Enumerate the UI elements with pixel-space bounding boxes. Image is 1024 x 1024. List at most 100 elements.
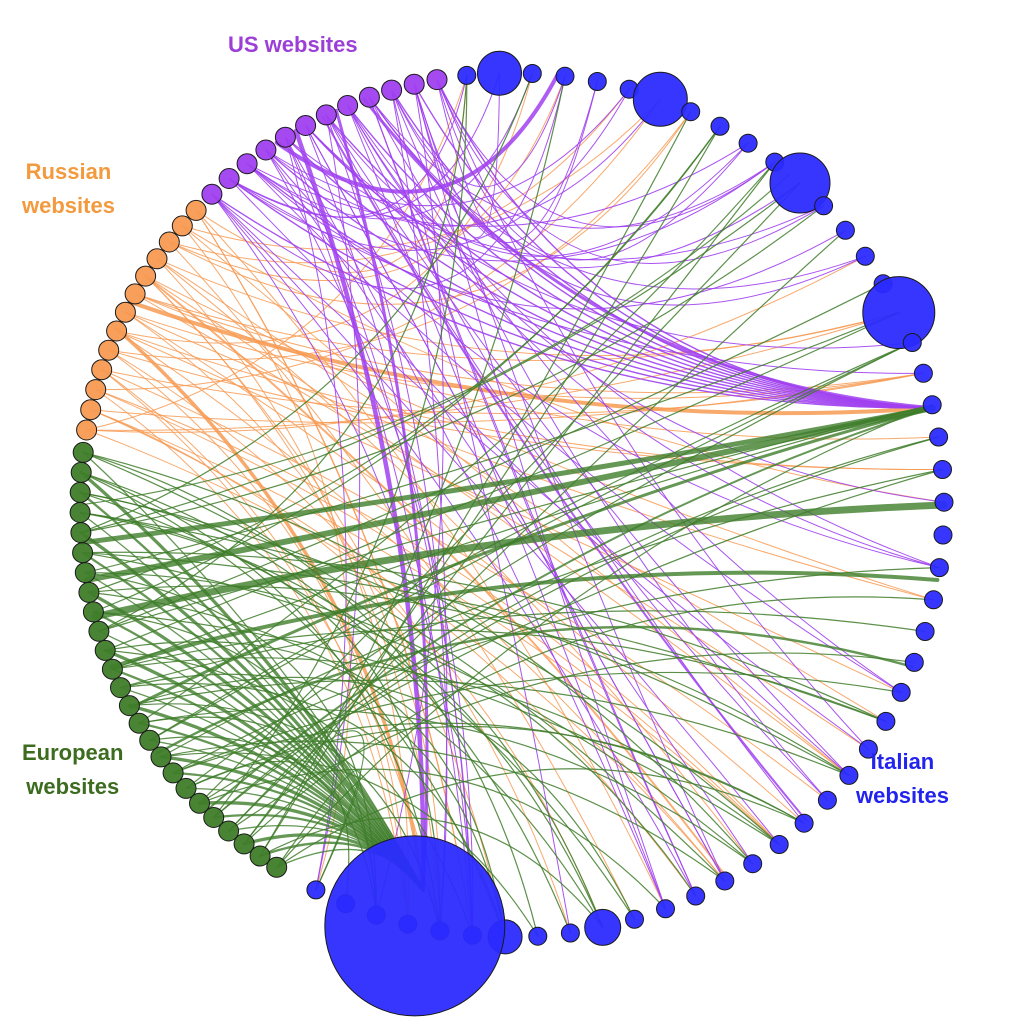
link-edge bbox=[181, 225, 945, 503]
link-edge bbox=[172, 671, 902, 774]
european-website-node bbox=[94, 639, 116, 661]
italian-website-node bbox=[715, 871, 735, 891]
link-edge bbox=[375, 83, 444, 916]
russian-website-node bbox=[185, 199, 207, 221]
link-edge bbox=[265, 149, 934, 409]
european-website-node bbox=[78, 581, 100, 603]
us-website-node bbox=[403, 73, 425, 95]
italian-website-node bbox=[522, 64, 542, 83]
european-website-node bbox=[189, 792, 210, 814]
link-edge bbox=[138, 708, 754, 865]
link-edge bbox=[128, 676, 636, 920]
russian-websites-label: Russian websites bbox=[22, 159, 115, 218]
italian-website-node bbox=[855, 246, 875, 266]
link-edge bbox=[79, 491, 780, 846]
european-website-node bbox=[233, 833, 255, 855]
link-edge bbox=[391, 89, 866, 306]
link-edge bbox=[82, 451, 424, 891]
italian-website-node bbox=[891, 682, 911, 702]
link-edge bbox=[90, 409, 780, 845]
italian-website-node bbox=[743, 854, 763, 874]
link-edge bbox=[168, 88, 630, 264]
italian-website-node bbox=[686, 886, 706, 906]
link-edge bbox=[228, 177, 934, 409]
link-edge bbox=[368, 96, 866, 290]
link-edge bbox=[80, 182, 801, 534]
european-website-node bbox=[203, 807, 225, 828]
link-edge bbox=[80, 72, 533, 534]
russian-website-node bbox=[135, 265, 157, 287]
italian-website-node bbox=[902, 333, 922, 352]
link-edge bbox=[116, 330, 726, 882]
link-edge bbox=[83, 404, 936, 583]
link-edge bbox=[79, 511, 604, 928]
link-edge bbox=[211, 193, 869, 750]
italian-website-node bbox=[904, 652, 924, 672]
italian-website-node bbox=[915, 622, 935, 641]
link-edge bbox=[109, 570, 940, 669]
italian-website-node bbox=[681, 102, 701, 122]
link-edge bbox=[80, 471, 506, 938]
european-website-node bbox=[128, 712, 150, 734]
link-edge bbox=[305, 125, 726, 882]
link-edge bbox=[156, 258, 900, 357]
link-edge bbox=[129, 406, 935, 710]
italian-website-node bbox=[922, 395, 942, 415]
us-website-node bbox=[255, 139, 277, 161]
link-edge bbox=[160, 752, 539, 937]
link-edge bbox=[284, 136, 934, 409]
link-edge bbox=[413, 72, 500, 239]
italian-website-node bbox=[929, 558, 949, 578]
link-edge bbox=[144, 275, 729, 881]
european-website-node bbox=[110, 677, 131, 699]
link-edge bbox=[79, 491, 604, 928]
italian-website-node bbox=[584, 908, 622, 946]
us-website-node bbox=[315, 104, 337, 126]
russian-website-node bbox=[80, 399, 102, 421]
russian-website-node bbox=[106, 320, 128, 342]
us-website-node bbox=[358, 86, 380, 108]
link-edge bbox=[92, 125, 721, 613]
link-edge bbox=[111, 657, 780, 846]
us-website-node bbox=[337, 95, 359, 116]
link-edge bbox=[88, 585, 850, 776]
european-website-node bbox=[70, 522, 92, 544]
link-edge bbox=[88, 125, 721, 593]
link-edge bbox=[156, 258, 754, 865]
italian-websites-label: Italian websites bbox=[856, 749, 949, 808]
russian-website-node bbox=[146, 248, 168, 270]
link-edge bbox=[436, 79, 749, 261]
link-edge bbox=[368, 96, 902, 693]
us-website-node bbox=[236, 153, 258, 175]
us-website-node bbox=[274, 126, 296, 148]
european-website-node bbox=[118, 695, 140, 717]
european-website-node bbox=[139, 729, 161, 751]
italian-website-node bbox=[933, 525, 953, 545]
link-edge bbox=[156, 625, 914, 755]
link-edge bbox=[368, 96, 697, 897]
link-edge bbox=[213, 436, 940, 819]
link-edge bbox=[347, 105, 940, 569]
link-edge bbox=[368, 96, 776, 229]
russian-website-node bbox=[124, 283, 146, 305]
us-website-node bbox=[426, 69, 448, 91]
italian-website-node bbox=[839, 765, 859, 785]
italian-website-node bbox=[324, 835, 506, 1017]
russian-website-node bbox=[158, 231, 180, 253]
european-website-node bbox=[162, 762, 184, 784]
european-website-node bbox=[69, 502, 91, 523]
link-edge bbox=[436, 78, 934, 409]
link-edge bbox=[321, 115, 808, 822]
link-edge bbox=[305, 125, 473, 936]
us-website-node bbox=[201, 183, 223, 205]
link-edge bbox=[274, 73, 560, 194]
link-edge bbox=[108, 111, 692, 361]
link-edge bbox=[79, 511, 441, 932]
russian-website-node bbox=[76, 419, 98, 441]
european-website-node bbox=[70, 461, 92, 483]
link-edge bbox=[82, 451, 754, 865]
italian-website-node bbox=[934, 492, 954, 512]
link-edge bbox=[116, 330, 943, 471]
link-edge bbox=[205, 406, 934, 812]
link-edge bbox=[305, 125, 913, 349]
